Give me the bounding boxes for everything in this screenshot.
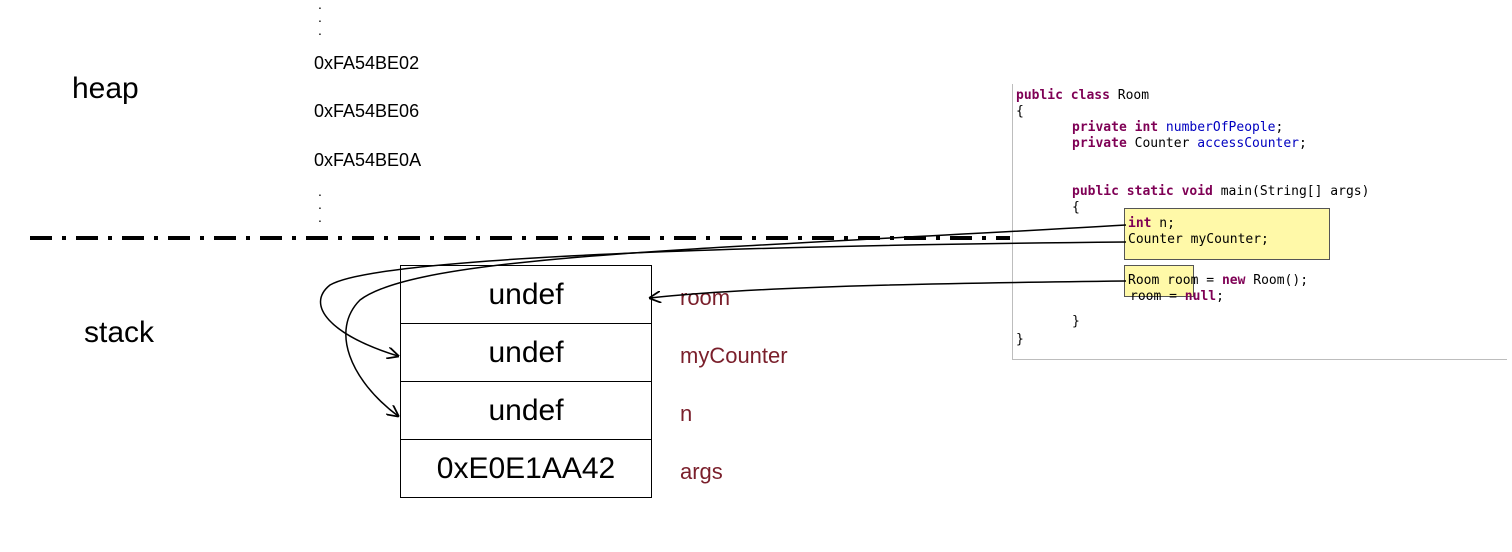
code-line-class: public class Room — [1016, 88, 1150, 103]
var-label-mycounter: myCounter — [680, 343, 788, 368]
stack-cell-room: undef — [401, 266, 651, 324]
var-label-n: n — [680, 401, 693, 426]
code-line-open-brace: { — [1016, 104, 1024, 119]
code-line-field-counter: private Counter accessCounter; — [1072, 136, 1307, 151]
code-line-main-brace: { — [1072, 200, 1080, 215]
stack-frame: undef undef undef 0xE0E1AA42 — [400, 265, 652, 498]
stack-cell-mycounter: undef — [401, 324, 651, 382]
stack-label: stack — [84, 316, 155, 349]
heap-label: heap — [72, 72, 139, 105]
code-line-room-decl: Room room = new Room(); — [1128, 273, 1309, 288]
code-line-counter-decl: Counter myCounter; — [1128, 232, 1269, 247]
stack-cell-args: 0xE0E1AA42 — [401, 440, 651, 498]
arrow-mycounter — [319, 241, 1127, 356]
code-line-room-null: room = null; — [1130, 289, 1224, 304]
code-line-class-close: } — [1016, 332, 1024, 347]
code-line-field-people: private int numberOfPeople; — [1072, 120, 1284, 135]
code-line-main: public static void main(String[] args) — [1072, 184, 1370, 199]
arrow-room — [650, 280, 1127, 298]
ellipsis-top: ... — [318, 0, 322, 38]
code-line-int-n: int n; — [1128, 216, 1175, 231]
highlight-room-decl — [1124, 265, 1194, 297]
heap-address-1: 0xFA54BE02 — [314, 53, 420, 73]
ellipsis-bottom: ... — [318, 183, 322, 225]
heap-address-3: 0xFA54BE0A — [314, 150, 422, 170]
var-label-args: args — [680, 459, 723, 484]
var-label-room: room — [680, 285, 731, 310]
arrow-n — [345, 224, 1127, 416]
stack-cell-n: undef — [401, 382, 651, 440]
code-line-main-close: } — [1072, 314, 1080, 329]
code-panel — [1012, 84, 1507, 360]
heap-address-2: 0xFA54BE06 — [314, 101, 420, 121]
highlight-declarations — [1124, 208, 1330, 260]
